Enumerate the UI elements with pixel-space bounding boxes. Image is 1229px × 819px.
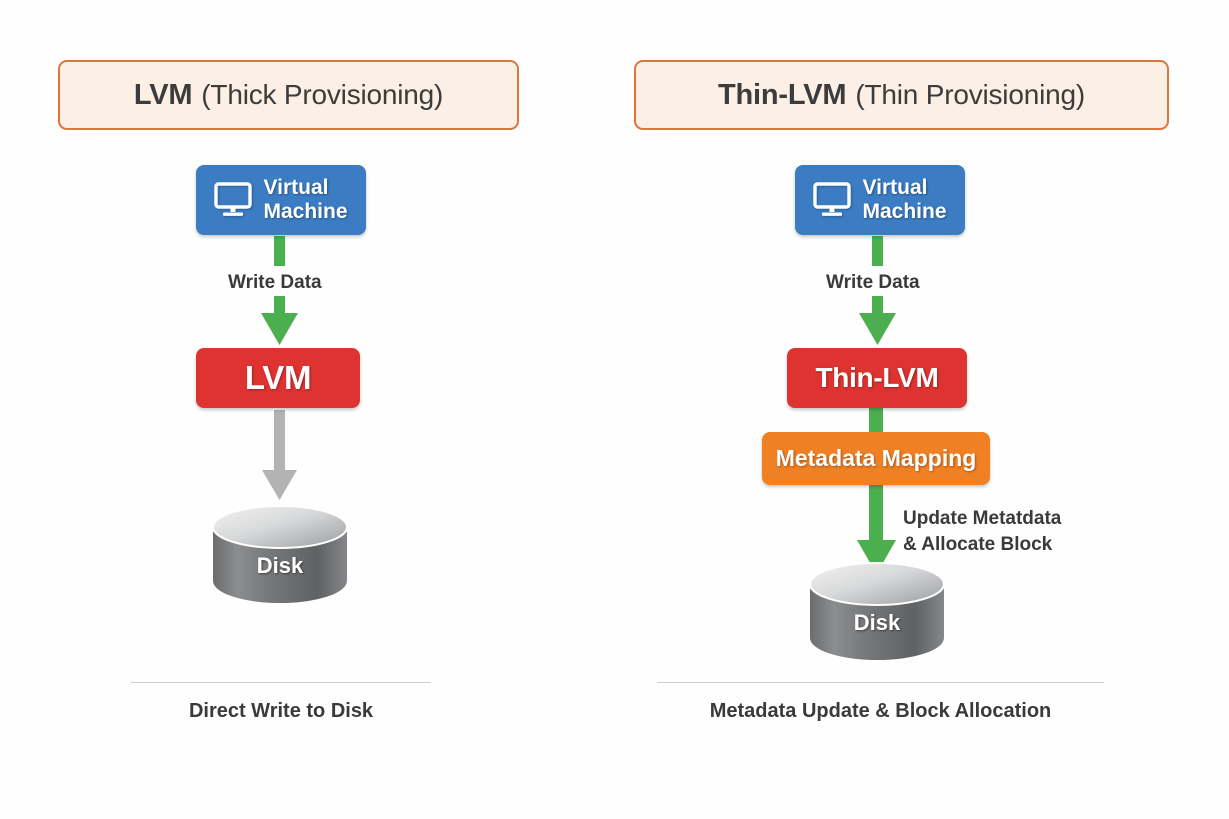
vm-label-line1: Virtual xyxy=(263,176,329,200)
arrow-metadata-to-disk-right xyxy=(857,485,896,574)
vm-label-line1: Virtual xyxy=(862,176,928,200)
write-data-label-left: Write Data xyxy=(228,272,322,293)
caption-right: Metadata Update & Block Allocation xyxy=(709,700,1052,722)
caption-left: Direct Write to Disk xyxy=(188,700,374,722)
header-right-normal: (Thin Provisioning) xyxy=(855,79,1085,110)
header-right-strong: Thin-LVM xyxy=(718,78,847,111)
vm-label-left: Virtual Machine xyxy=(263,176,347,223)
disk-label-right: Disk xyxy=(853,610,901,635)
thin-lvm-box-right: Thin-LVM xyxy=(787,348,967,408)
footer-divider-right xyxy=(657,682,1104,683)
monitor-icon xyxy=(813,182,852,216)
disk-shape xyxy=(809,562,945,660)
lvm-box-left: LVM xyxy=(196,348,360,408)
footer-divider-left xyxy=(131,682,431,683)
write-data-label-right: Write Data xyxy=(826,272,920,293)
header-left-normal: (Thick Provisioning) xyxy=(201,79,444,110)
arrow-thinlvm-to-metadata-right xyxy=(869,408,883,434)
annotation-update-metadata: Update Metatdata & Allocate Block xyxy=(903,506,1061,558)
vm-label-right: Virtual Machine xyxy=(862,176,946,223)
annotation-line2: & Allocate Block xyxy=(903,534,1053,556)
metadata-mapping-box: Metadata Mapping xyxy=(762,432,990,485)
virtual-machine-box-left: Virtual Machine xyxy=(196,165,366,235)
virtual-machine-box-right: Virtual Machine xyxy=(795,165,965,235)
vm-label-line2: Machine xyxy=(263,200,348,223)
arrow-lvm-to-disk-left xyxy=(262,410,297,500)
disk-label-left: Disk xyxy=(256,553,304,578)
monitor-icon xyxy=(214,182,253,216)
vm-label-line2: Machine xyxy=(862,200,947,223)
disk-cylinder-right: Disk xyxy=(808,562,946,660)
header-thinlvm-thin: Thin-LVM (Thin Provisioning) xyxy=(634,60,1169,130)
annotation-line1: Update Metatdata xyxy=(903,508,1062,529)
disk-cylinder-left: Disk xyxy=(211,505,349,603)
disk-shape xyxy=(212,505,348,603)
header-lvm-thick: LVM (Thick Provisioning) xyxy=(58,60,519,130)
header-left-strong: LVM xyxy=(133,78,193,111)
